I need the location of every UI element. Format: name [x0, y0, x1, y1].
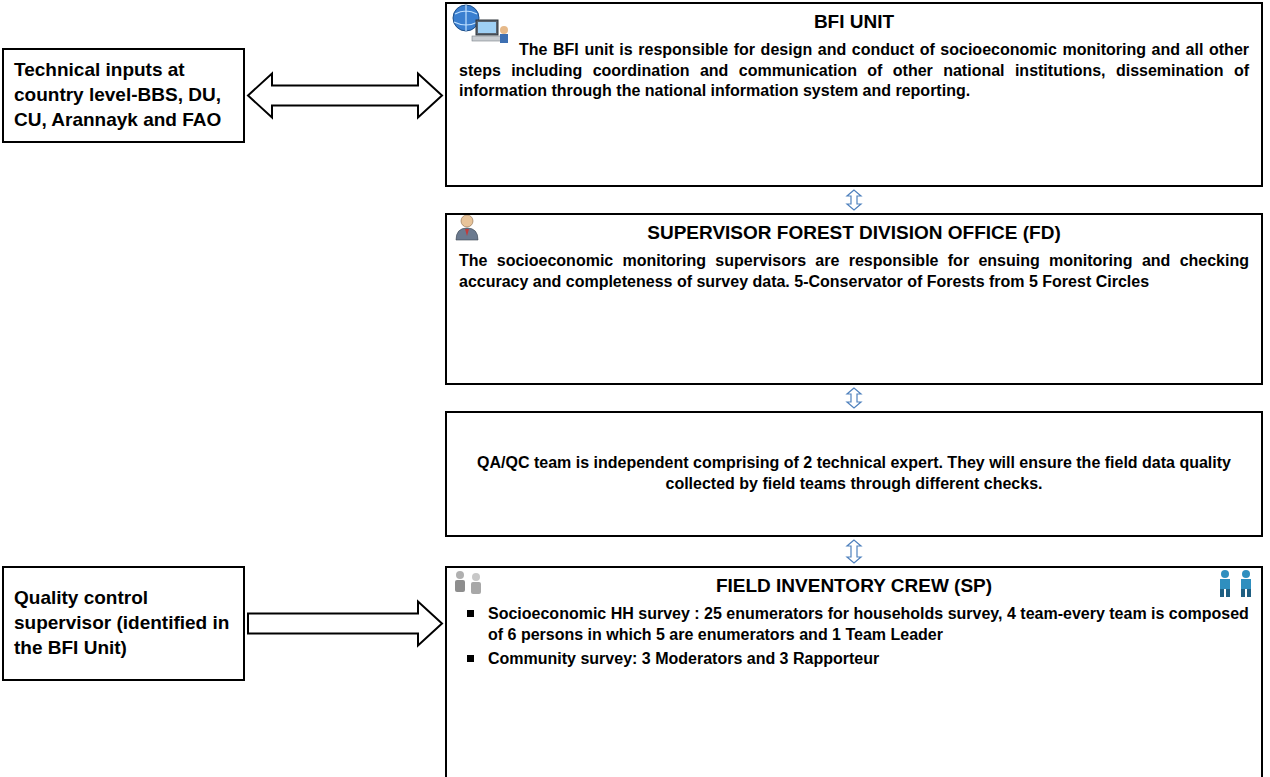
box-text: Technical inputs at country level-BBS, D… — [14, 58, 233, 132]
box-heading: BFI UNIT — [459, 10, 1249, 34]
supervisor-person-icon — [456, 215, 478, 240]
box-body: The BFI unit is responsible for design a… — [459, 40, 1249, 102]
bullet-text: Community survey: 3 Moderators and 3 Rap… — [488, 649, 879, 670]
block-arrow — [847, 540, 861, 563]
bullet-marker — [467, 655, 474, 662]
meeting-people-icon — [455, 571, 481, 594]
block-arrow — [248, 74, 442, 118]
bullet-text: Socioeconomic HH survey : 25 enumerators… — [488, 604, 1249, 646]
crew-box: FIELD INVENTORY CREW (SP) Socioeconomic H… — [445, 566, 1263, 777]
input-box: Technical inputs at country level-BBS, D… — [2, 48, 245, 143]
computer-globe-icon — [453, 5, 508, 43]
field-workers-icon — [1220, 570, 1251, 597]
block-arrow — [847, 190, 861, 210]
qaqc-box: QA/QC team is independent comprising of … — [445, 411, 1263, 537]
box-text: QA/QC team is independent comprising of … — [461, 453, 1247, 495]
block-arrow — [847, 388, 861, 408]
box-text: Quality control supervisor (identified i… — [14, 586, 233, 660]
supervisor-box: SUPERVISOR FOREST DIVISION OFFICE (FD) Th… — [445, 213, 1263, 385]
bullet-marker — [467, 610, 474, 617]
block-arrow — [248, 602, 442, 646]
box-heading: FIELD INVENTORY CREW (SP) — [459, 574, 1249, 598]
unit-box: BFI UNIT The BFI unit is responsible for … — [445, 2, 1263, 187]
supervisor-note-box: Quality control supervisor (identified i… — [2, 566, 245, 681]
box-body: The socioeconomic monitoring supervisors… — [459, 251, 1249, 293]
box-heading: SUPERVISOR FOREST DIVISION OFFICE (FD) — [459, 221, 1249, 245]
